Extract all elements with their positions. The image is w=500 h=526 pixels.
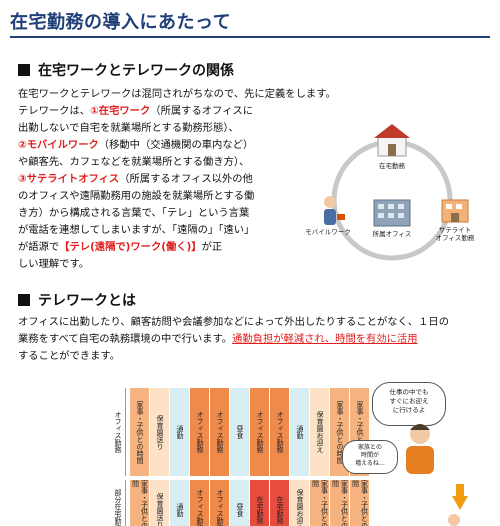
text-line: のオフィスや遠隔勤務用の施設を就業場所とする働 — [18, 190, 255, 202]
section2-paragraph: オフィスに出勤したり、顧客訪問や会議参加などによって外出したりすることがなく、１… — [18, 314, 488, 365]
schedule-column: 家事・子供との時間 — [130, 388, 149, 476]
office-building-icon — [373, 199, 411, 227]
schedule-column: 家事・子供との時間 — [310, 480, 329, 526]
section-heading-text: テレワークとは — [38, 293, 136, 309]
diagram-label-home: 在宅勤務 — [379, 161, 406, 170]
schedule-column: 保育園送り — [150, 388, 169, 476]
text-line: しい理解です。 — [18, 258, 90, 270]
text-line: 在宅ワークとテレワークは混同されがちなので、先に定義をします。 — [18, 88, 336, 100]
section-heading-telework: テレワークとは — [18, 290, 136, 310]
schedule-column: 通勤 — [290, 388, 309, 476]
diagram-label-office: 所属オフィス — [373, 229, 412, 238]
section-heading-text: 在宅ワークとテレワークの関係 — [38, 63, 234, 79]
house-icon — [374, 124, 410, 157]
schedule-column: 昼食 — [230, 388, 249, 476]
worker-illustration — [406, 424, 468, 526]
page-title: 在宅勤務の導入にあたって — [10, 12, 232, 33]
schedule-column: 在宅勤務 — [250, 480, 269, 526]
schedule-column: オフィス勤務 — [210, 480, 229, 526]
schedule-row-label: オフィス勤務 — [110, 388, 126, 476]
schedule-column: オフィス勤務 — [210, 388, 229, 476]
title-divider — [10, 36, 490, 38]
text-line: ②モバイルワーク（移動中（交通機関の車内など） — [18, 139, 254, 151]
heading-bullet-icon — [18, 64, 30, 76]
schedule-column: オフィス勤務 — [190, 480, 209, 526]
heading-bullet-icon — [18, 294, 30, 306]
text-line: き方）から構成される言葉で、「テレ」という言葉 — [18, 207, 250, 219]
schedule-figure: オフィス勤務家事・子供との時間保育園送り通勤オフィス勤務オフィス勤務昼食オフィス… — [110, 378, 500, 526]
text-line: テレワークは、①在宅ワーク（所属するオフィスに — [18, 105, 254, 117]
schedule-column: オフィス勤務 — [270, 388, 289, 476]
schedule-column: 保育園お迎え — [290, 480, 309, 526]
schedule-column: 通勤 — [170, 388, 189, 476]
down-arrow-icon — [452, 484, 468, 510]
diagram-label-satellite: サテライトオフィス勤務 — [436, 226, 475, 242]
schedule-row-label: 部分在宅勤務 — [110, 480, 126, 526]
text-line: 業務をすべて自宅の執務環境の中で行います。通勤負担が軽減され、時間を有効に活用 — [18, 333, 418, 345]
mobile-worker-icon — [324, 196, 345, 225]
schedule-column: 家事・子供との時間 — [350, 480, 369, 526]
schedule-column: 通勤 — [170, 480, 189, 526]
highlight-link[interactable]: 通勤負担が軽減され、時間を有効に活用 — [232, 333, 418, 345]
text-line: することができます。 — [18, 350, 120, 362]
speech-bubble: 家族との 時間が 増えるね… — [342, 440, 398, 474]
text-line: 出勤しないで自宅を就業場所とする勤務形態）、 — [18, 122, 239, 134]
schedule-row-partial-home: 部分在宅勤務家事・子供との時間保育園送り通勤オフィス勤務オフィス勤務昼食在宅勤務… — [110, 480, 370, 526]
speech-bubble: 仕事の中でも すぐにお迎え に行けるよ — [372, 382, 446, 426]
text-line: オフィスに出勤したり、顧客訪問や会議参加などによって外出したりすることがなく、１… — [18, 316, 450, 328]
text-line: が電話を連想してしまいますが、「遠隔の」「遠い」 — [18, 224, 255, 236]
schedule-column: 在宅勤務 — [270, 480, 289, 526]
text-line: が語源で【テレ(遠隔で)ワーク(働く)】が正 — [18, 241, 223, 253]
schedule-column: 保育園送り — [150, 480, 169, 526]
diagram-label-mobile: モバイルワーク — [305, 228, 351, 236]
schedule-column: オフィス勤務 — [190, 388, 209, 476]
schedule-column: 昼食 — [230, 480, 249, 526]
schedule-column: 家事・子供との時間 — [130, 480, 149, 526]
section-heading-relationship: 在宅ワークとテレワークの関係 — [18, 60, 234, 80]
text-line: や顧客先、カフェなどを就業場所とする働き方）、 — [18, 156, 250, 168]
satellite-office-icon — [441, 199, 469, 223]
text-line: ③サテライトオフィス（所属するオフィス以外の他 — [18, 173, 253, 185]
telework-diagram: 在宅勤務 所属オフィス モバイルワーク サテライトオフィス勤務 — [305, 124, 475, 261]
schedule-column: オフィス勤務 — [250, 388, 269, 476]
schedule-column: 保育園お迎え — [310, 388, 329, 476]
person-icon — [406, 424, 434, 474]
child-icon — [448, 514, 460, 526]
title-bar: 在宅勤務の導入にあたって — [0, 0, 500, 40]
schedule-column: 家事・子供との時間 — [330, 480, 349, 526]
section1-paragraph: 在宅ワークとテレワークは混同されがちなので、先に定義をします。 テレワークは、①… — [18, 86, 358, 273]
schedule-row-office: オフィス勤務家事・子供との時間保育園送り通勤オフィス勤務オフィス勤務昼食オフィス… — [110, 388, 370, 476]
